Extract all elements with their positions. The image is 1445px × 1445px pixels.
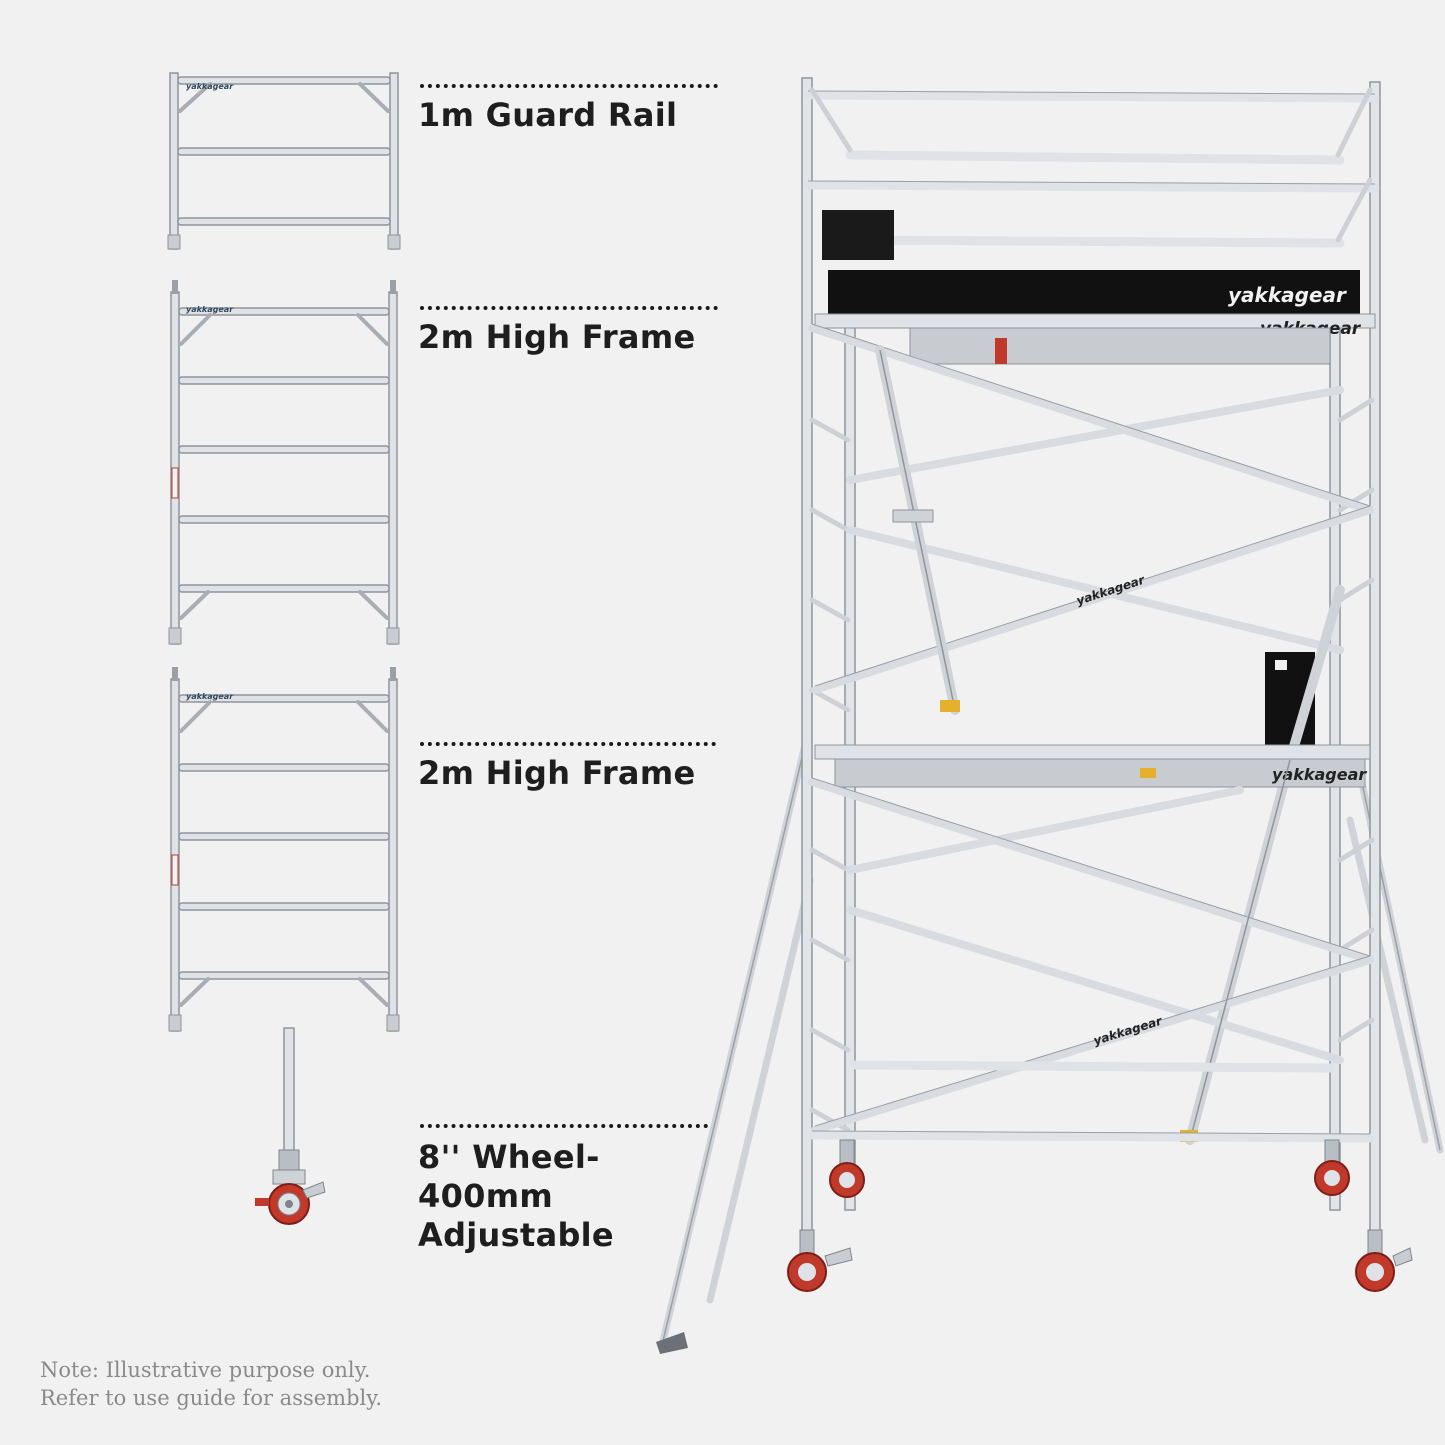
wheel-leader [420, 1124, 716, 1128]
guard-rail-label: 1m Guard Rail [418, 96, 678, 134]
lower-brace-brand: yakkagear [1092, 1013, 1165, 1047]
assembly-note: Note: Illustrative purpose only. Refer t… [40, 1356, 382, 1412]
high-frame-upper-leader [420, 306, 718, 310]
guard-rail-brand: yakkagear [186, 82, 234, 91]
guard-rail-leader [420, 84, 718, 88]
high-frame-lower-leader [420, 742, 716, 746]
tower-wheels [787, 1139, 1413, 1292]
high-frame-upper-brand: yakkagear [186, 305, 234, 314]
high-frame-lower-label: 2m High Frame [418, 754, 696, 792]
note-line-2: Refer to use guide for assembly. [40, 1386, 382, 1410]
high-frame-lower-brand: yakkagear [186, 692, 234, 701]
assembled-tower-image: yakkagear yakkagear yakkagear yakkagear [656, 77, 1444, 1354]
guard-rail-image: yakkagear [167, 72, 401, 250]
high-frame-lower-image: yakkagear [168, 667, 400, 1032]
middle-deck-brand: yakkagear [1272, 765, 1367, 784]
top-toeboard-brand: yakkagear [1228, 283, 1347, 307]
high-frame-upper-label: 2m High Frame [418, 318, 696, 356]
wheel-label: 8'' Wheel- 400mm Adjustable [418, 1138, 614, 1254]
note-line-1: Note: Illustrative purpose only. [40, 1358, 371, 1382]
adjustable-wheel-image [255, 1027, 326, 1225]
high-frame-upper-image: yakkagear [168, 280, 400, 645]
